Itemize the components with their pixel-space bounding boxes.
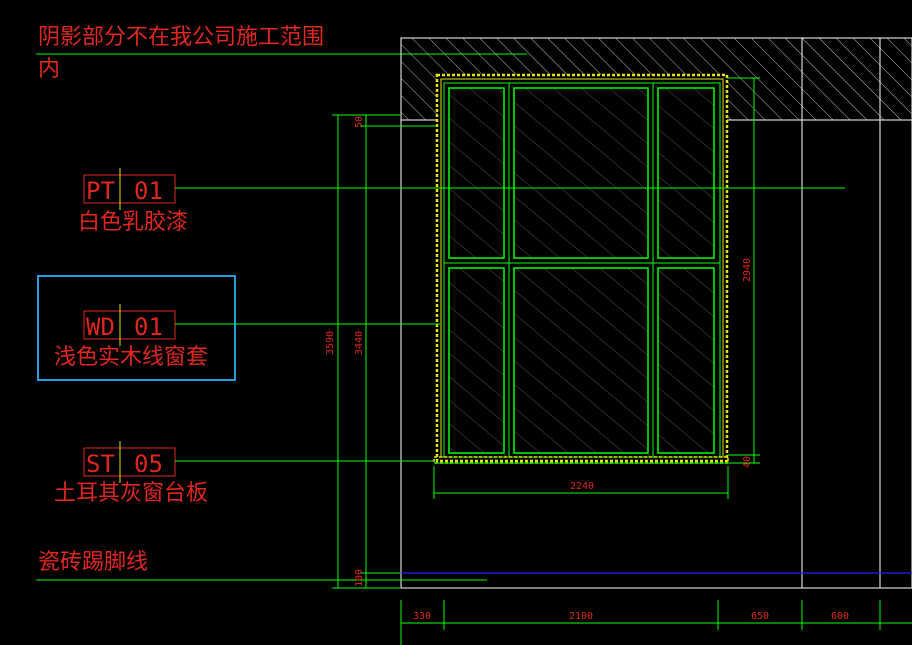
- dim-window-height: 2940: [742, 258, 753, 282]
- window-pane: [448, 87, 505, 259]
- window-pane: [513, 267, 649, 454]
- dim-segment: 330: [413, 611, 431, 622]
- shadow-note-line2: 内: [38, 57, 60, 82]
- window-panes: [443, 82, 721, 458]
- dim-window-width: 2240: [570, 481, 594, 492]
- dim-bottom-offset: 100: [354, 569, 365, 587]
- skirting-note: 瓷砖踢脚线: [36, 550, 487, 581]
- shadow-note-line1: 阴影部分不在我公司施工范围: [38, 25, 324, 50]
- shadow-area-note: 阴影部分不在我公司施工范围 内: [36, 25, 527, 82]
- dim-total-height: 3590: [325, 331, 336, 355]
- tag-number: 01: [134, 313, 163, 341]
- wall-elevation: [400, 37, 912, 589]
- dim-sill-height: 40: [742, 456, 753, 468]
- dim-inner-height: 3440: [354, 331, 365, 355]
- vertical-dimensions: 3590 3440 50 100: [325, 114, 437, 589]
- tag-code: WD: [86, 313, 115, 341]
- window-pane: [657, 87, 715, 259]
- window-assembly[interactable]: [433, 73, 760, 464]
- tag-description: 白色乳胶漆: [78, 210, 188, 235]
- skirting-label: 瓷砖踢脚线: [38, 550, 148, 575]
- tag-code: PT: [86, 177, 115, 205]
- tag-description: 土耳其灰窗台板: [54, 481, 208, 506]
- dim-segment: 650: [751, 611, 769, 622]
- bottom-dimension-chain: 330 2100 650 600: [400, 600, 912, 645]
- window-casing-outline: [435, 73, 729, 463]
- material-tag-pt01[interactable]: PT 01 白色乳胶漆: [78, 168, 845, 235]
- tag-number: 05: [134, 450, 163, 478]
- selection-box[interactable]: [37, 275, 236, 381]
- material-tag-wd01[interactable]: WD 01 浅色实木线窗套: [54, 304, 440, 370]
- dim-segment: 2100: [569, 611, 593, 622]
- window-height-dimension: 2940 40: [727, 77, 760, 468]
- dim-top-offset: 50: [354, 116, 365, 128]
- dim-segment: 600: [831, 611, 849, 622]
- tag-code: ST: [86, 450, 115, 478]
- window-pane: [657, 267, 715, 454]
- window-pane: [513, 87, 649, 259]
- tag-description: 浅色实木线窗套: [54, 345, 208, 370]
- window-width-dimension: 2240: [433, 466, 729, 499]
- window-pane: [448, 267, 505, 454]
- shadow-hatch-area: [401, 38, 912, 120]
- material-tag-st05[interactable]: ST 05 土耳其灰窗台板: [54, 441, 434, 506]
- tag-number: 01: [134, 177, 163, 205]
